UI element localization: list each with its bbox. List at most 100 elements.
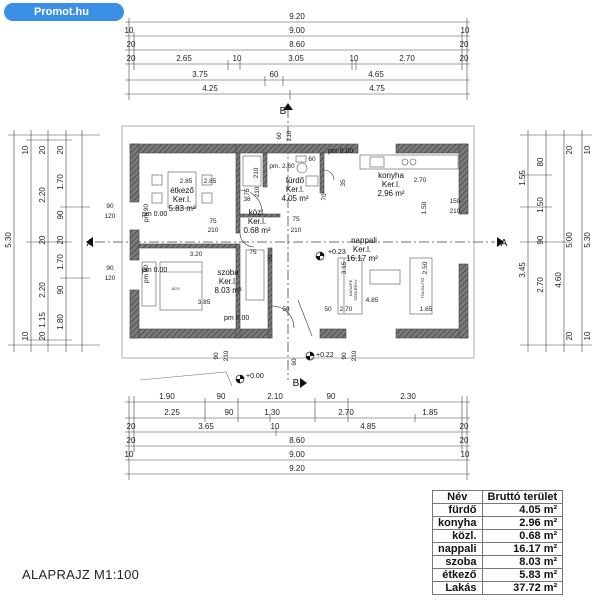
dim-label: 10 [583, 331, 592, 340]
room-name-etkezo: étkező [170, 186, 194, 195]
dim-label: 20 [56, 235, 65, 244]
dim-label: 2.10 [267, 392, 283, 401]
dim-label: 8.60 [289, 40, 305, 49]
dim-label: 2.20 [38, 187, 47, 203]
room-name-cell: Lakás [432, 581, 483, 595]
dim-label: 1.50 [421, 201, 428, 214]
room-name-szoba: szoba [217, 268, 239, 277]
dim-label: 10 [461, 26, 470, 35]
room-area-kozl: 0.68 m² [243, 226, 270, 235]
dim-label: 3.75 [192, 70, 208, 79]
dim-label: 60 [270, 70, 279, 79]
dim-label: SZEKRÉNY [353, 279, 358, 301]
dim-label: 5.00 [565, 232, 574, 248]
dim-label: 3.20 [190, 251, 203, 258]
dim-label: 20 [38, 331, 47, 340]
table-row: közl.0.68 m² [432, 529, 564, 543]
section-label: A [87, 238, 94, 249]
room-floor-furdo: Ker.l. [286, 185, 304, 194]
dim-label: 4.75 [369, 84, 385, 93]
dim-label: 35 [340, 179, 347, 187]
dim-label: 210 [450, 208, 461, 215]
furniture [141, 154, 459, 315]
bottom-dimensions [125, 396, 470, 480]
bottom-dimension-labels: 1.90 90 2.10 90 2.30 2.25 90 1.30 2.70 1… [125, 392, 470, 473]
dining-table [167, 171, 197, 209]
dim-label: 210 [286, 130, 293, 141]
dim-label: 2.70 [399, 54, 415, 63]
room-floor-kozl: Ker.l. [248, 217, 266, 226]
dim-label: 90 [106, 203, 114, 210]
dim-label: 60 [291, 358, 298, 366]
section-arrow-icon [283, 103, 293, 110]
dim-label: 1.70 [56, 254, 65, 270]
dim-label: 5.30 [583, 232, 592, 248]
dim-label: 90 [217, 392, 226, 401]
dim-label: 3.65 [198, 422, 214, 431]
dim-label: 2.65 [176, 54, 192, 63]
dim-label: pm 90 [143, 204, 150, 222]
section-label: B [280, 106, 287, 117]
section-markers: A A B B [86, 103, 508, 389]
dim-label: 1.80 [56, 314, 65, 330]
dim-label: ÁGY [172, 286, 181, 291]
level-marks: pm 0.00 pm 0.00 pm 0.00 pm 0.00 +0.23 +0… [142, 148, 353, 384]
interior-dimension-labels: 2.85 2.70 1.50 150 210 75 210 75 210 75 … [105, 130, 461, 365]
dim-label: 10 [583, 145, 592, 154]
room-area-nappali: 16.17 m² [346, 254, 378, 263]
dim-label: 2.25 [164, 408, 180, 417]
right-dimension-labels: 5.30 10 20 5.00 20 10 1.55 80 1.50 4.60 … [518, 145, 592, 340]
room-area-konyha: 2.96 m² [377, 189, 404, 198]
dim-label: 1.30 [264, 408, 280, 417]
room-area-cell: 37.72 m² [481, 581, 564, 595]
dim-label: 20 [56, 145, 65, 154]
room-area-etkezo: 5.83 m² [168, 204, 195, 213]
room-name-cell: fürdő [432, 503, 483, 517]
walls [129, 143, 469, 339]
header-name: Név [432, 490, 483, 504]
dim-label: 60 [276, 132, 283, 140]
section-label: B [293, 378, 300, 389]
right-dimensions [520, 130, 592, 352]
terrace-outline [121, 125, 475, 387]
level-label: pm 0.00 [142, 211, 167, 218]
section-arrow-icon [300, 378, 307, 388]
dim-label: 1.15 [38, 312, 47, 328]
site-badge[interactable]: Promot.hu [4, 3, 124, 21]
tv-unit [409, 257, 433, 315]
dim-label: 10 [461, 450, 470, 459]
room-name-kozl: közl. [249, 208, 265, 217]
area-table-header: Név Bruttó terület [432, 490, 564, 504]
dim-label: 90 [225, 408, 234, 417]
left-dimension-labels: 5.30 10 20 2.20 20 2.20 20 10 20 1.70 90… [4, 145, 65, 340]
dim-label: 210 [223, 350, 230, 361]
dim-label: 9.00 [289, 450, 305, 459]
level-label: pm 0.00 [328, 148, 353, 155]
room-name-konyha: konyha [378, 171, 404, 180]
sofa [337, 257, 363, 315]
top-dimension-labels: 9.20 10 9.00 10 20 8.60 20 20 2.65 10 3.… [125, 12, 470, 93]
room-floor-szoba: Ker.l. [219, 277, 237, 286]
room-name-cell: szoba [432, 555, 483, 569]
dim-label: 10 [125, 26, 134, 35]
dim-label: 2.30 [400, 392, 416, 401]
dim-label: 9.20 [289, 12, 305, 21]
dim-label: TOLÓAJTÓ [420, 277, 425, 298]
dim-label: 80 [536, 157, 545, 166]
dim-label: 20 [127, 436, 136, 445]
dim-label: 10 [21, 331, 30, 340]
dim-label: 90 [327, 392, 336, 401]
dim-label: 4.65 [368, 70, 384, 79]
toilet [296, 162, 308, 174]
dim-label: 2.85 [204, 178, 217, 185]
room-name-furdo: fürdő [286, 176, 305, 185]
dim-label: 4.60 [554, 272, 563, 288]
dim-label: 10 [271, 422, 280, 431]
dim-label: 20 [460, 422, 469, 431]
level-marker-icon [235, 374, 245, 384]
plan-caption: ALAPRAJZ M1:100 [22, 567, 140, 582]
